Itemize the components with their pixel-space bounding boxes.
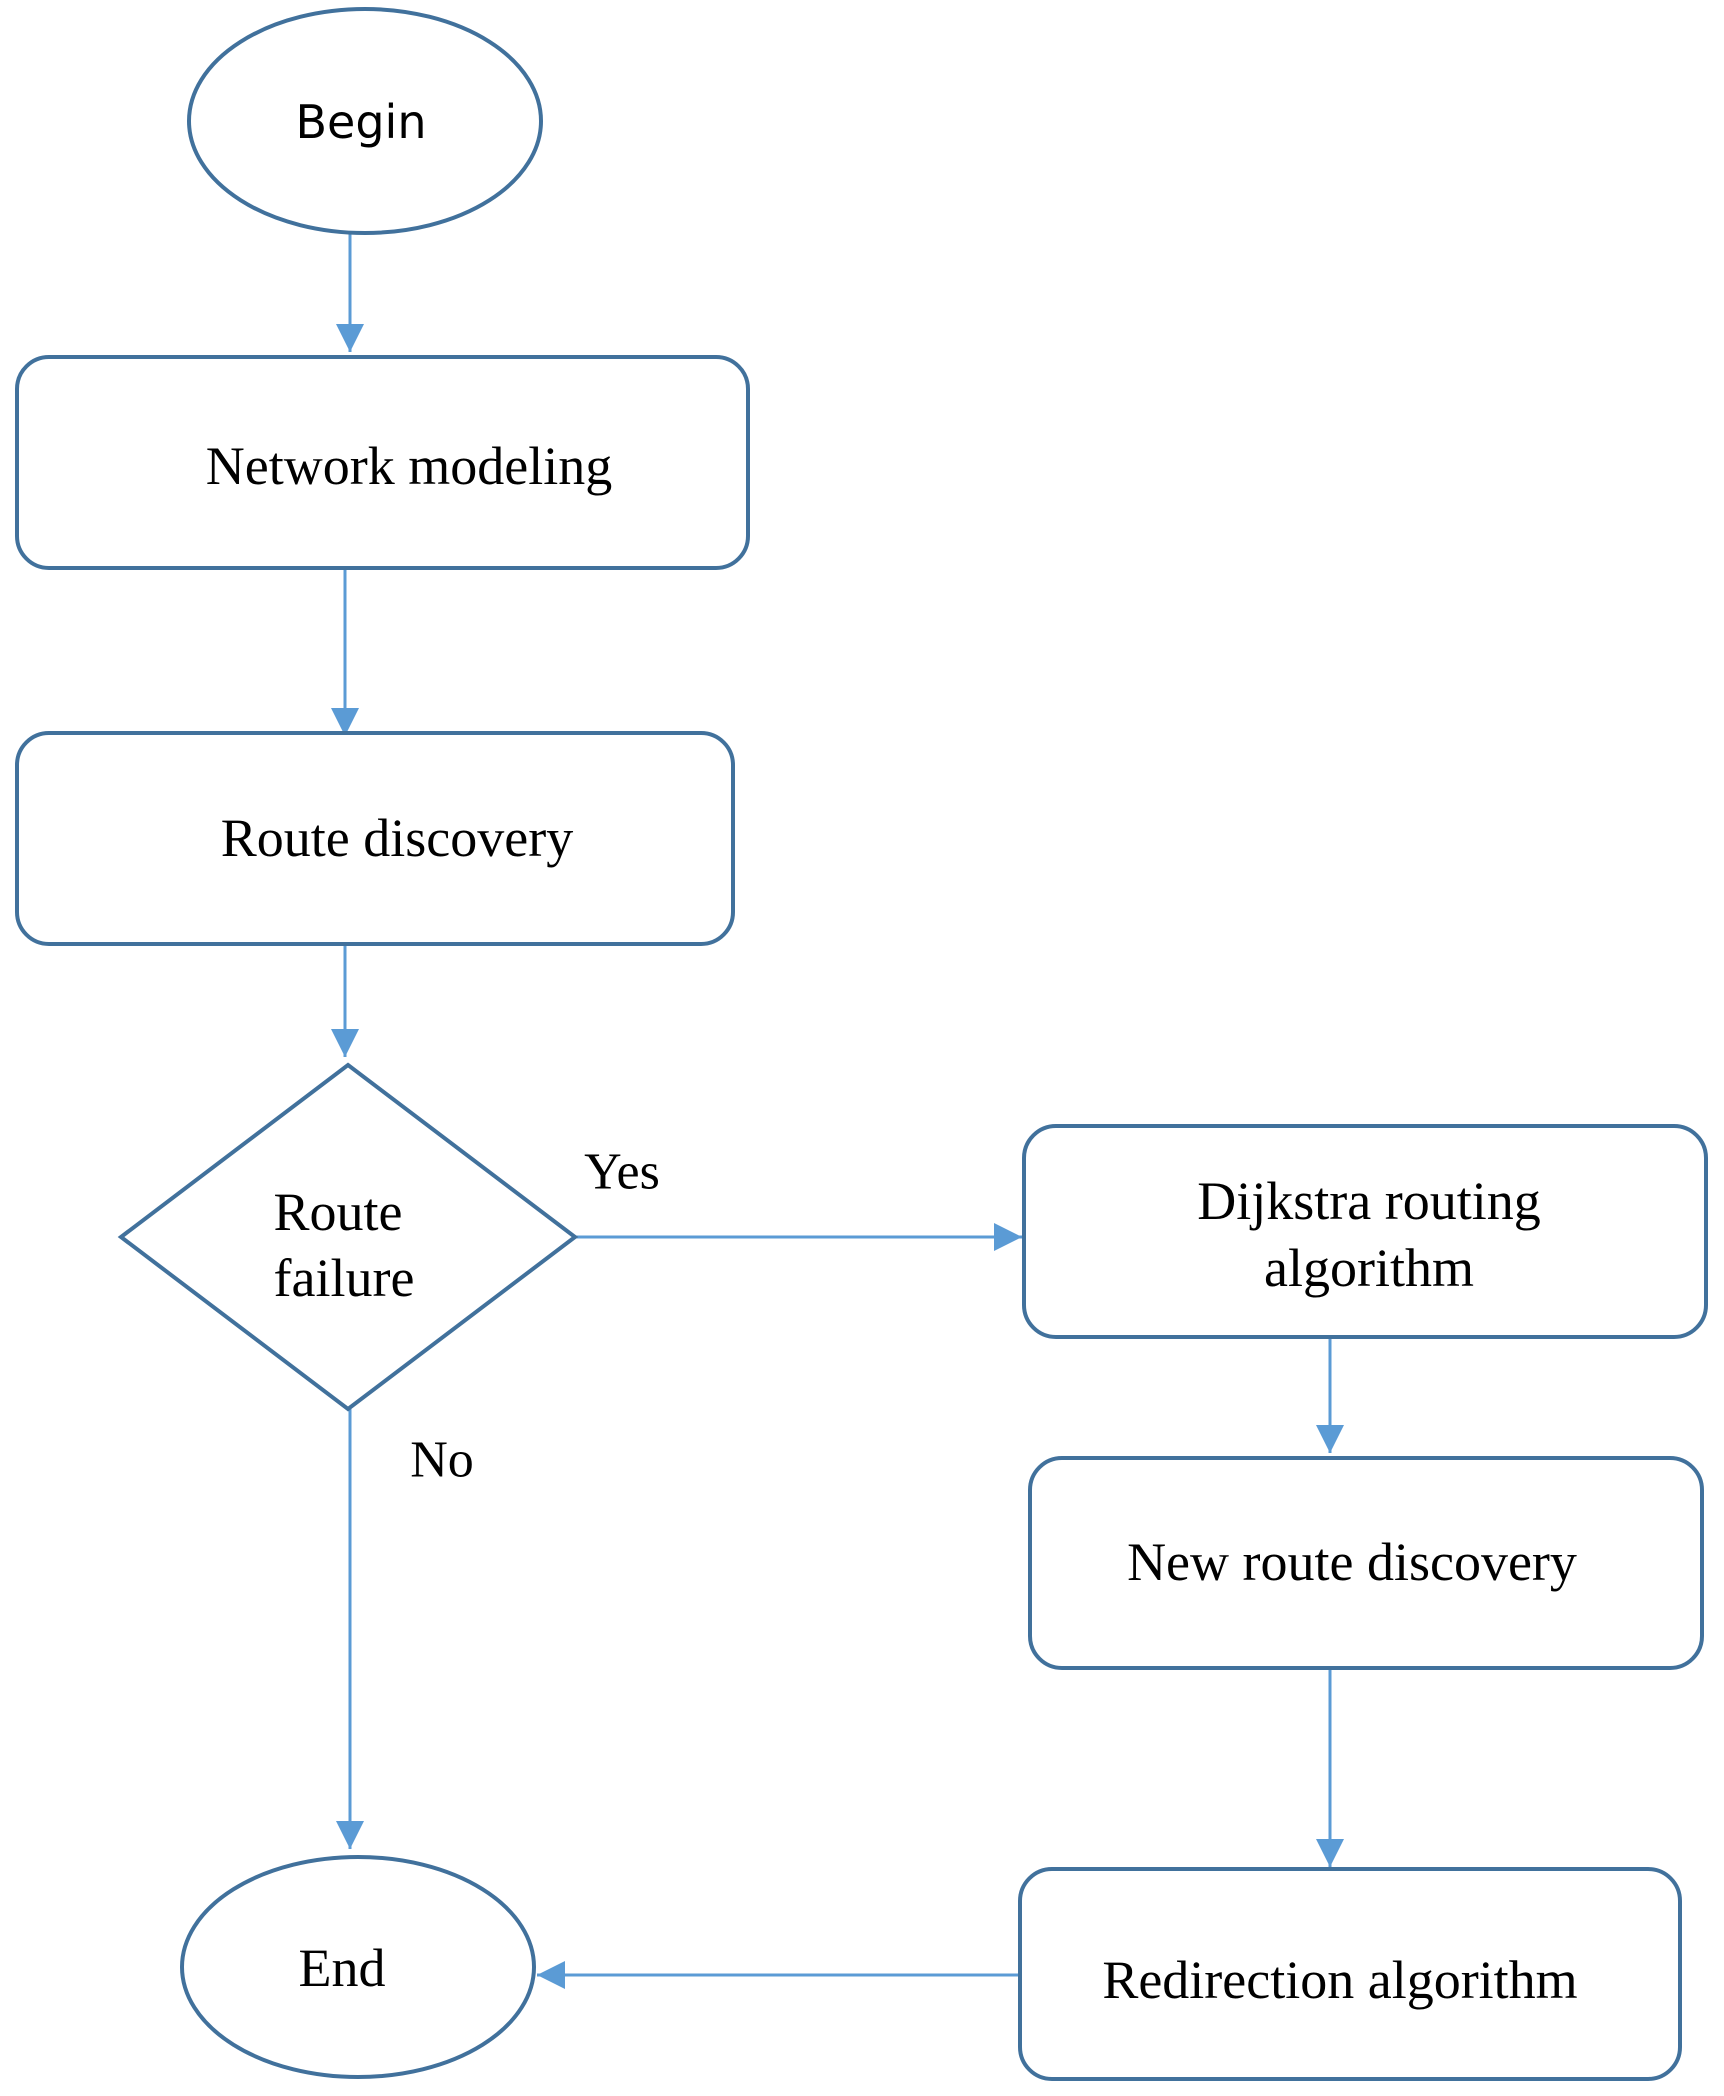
route-failure-label-line-2: failure xyxy=(274,1248,415,1308)
edge-labels: Yes No xyxy=(410,1144,660,1489)
network-modeling-box xyxy=(15,355,750,570)
nodes: Begin Network modeling Route discovery R… xyxy=(15,7,1708,2081)
dijkstra-node: Dijkstra routing algorithm xyxy=(1022,1124,1708,1339)
end-ellipse xyxy=(180,1855,536,2079)
yes-label: Yes xyxy=(584,1144,660,1201)
dijkstra-box xyxy=(1022,1124,1708,1339)
dijkstra-label-line-1: Dijkstra routing xyxy=(1197,1171,1540,1231)
connectors xyxy=(331,233,1344,1989)
dijkstra-label-line-2: algorithm xyxy=(1264,1238,1474,1298)
new-route-discovery-box xyxy=(1028,1456,1704,1670)
redirection-box xyxy=(1018,1867,1682,2081)
redirection-label: Redirection algorithm xyxy=(1102,1950,1577,2010)
route-discovery-label: Route discovery xyxy=(221,808,573,868)
route-failure-label-line-1: Route xyxy=(274,1182,403,1242)
route-failure-diamond xyxy=(117,1062,579,1412)
end-label: End xyxy=(299,1938,386,1998)
redirection-node: Redirection algorithm xyxy=(1018,1867,1682,2081)
begin-label: Begin xyxy=(296,95,427,149)
end-node: End xyxy=(180,1855,536,2079)
new-route-discovery-label: New route discovery xyxy=(1127,1532,1577,1592)
network-modeling-node: Network modeling xyxy=(15,355,750,570)
route-discovery-box xyxy=(15,731,735,946)
begin-ellipse xyxy=(187,7,543,235)
begin-node: Begin xyxy=(187,7,543,235)
no-label: No xyxy=(410,1432,474,1489)
new-route-discovery-node: New route discovery xyxy=(1028,1456,1704,1670)
route-discovery-node: Route discovery xyxy=(15,731,735,946)
route-failure-node: Route failure xyxy=(117,1062,579,1412)
network-modeling-label: Network modeling xyxy=(206,436,612,496)
